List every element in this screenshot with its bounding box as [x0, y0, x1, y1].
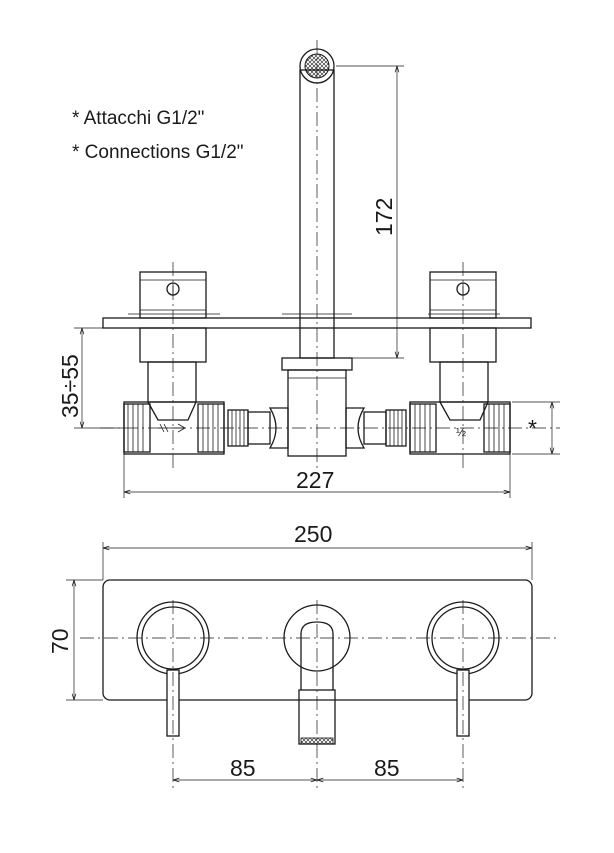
dim-connection-marker: *	[512, 401, 560, 455]
spout-front	[283, 600, 351, 790]
dim-172-text: 172	[371, 198, 397, 236]
note-connections: * Connections G1/2"	[72, 142, 244, 163]
left-handle-front	[136, 600, 210, 790]
wall-plate	[102, 313, 532, 329]
dim-227-text: 227	[296, 467, 334, 493]
left-handle-knob	[139, 262, 207, 470]
dim-35-55-text: 35÷55	[57, 354, 83, 418]
dim-star-text: *	[528, 415, 537, 441]
side-view: ½ 172 35÷55 * 227	[57, 40, 560, 498]
dim-plate-height: 70	[47, 579, 103, 701]
note-attacchi: * Attacchi G1/2"	[72, 108, 204, 129]
spout	[299, 40, 335, 470]
dim-plate-width: 250	[102, 521, 533, 580]
connections-note: * Attacchi G1/2" * Connections G1/2"	[72, 108, 244, 163]
left-valve-body	[123, 361, 225, 455]
dim-250-text: 250	[294, 521, 332, 547]
dim-connection-width: 227	[123, 454, 511, 498]
dim-85-right-text: 85	[374, 755, 400, 781]
right-valve-body: ½	[409, 361, 511, 455]
dim-spout-height: 172	[336, 65, 404, 359]
dim-70-text: 70	[47, 628, 73, 654]
front-plate	[102, 579, 533, 701]
front-view: 250 70	[47, 521, 560, 790]
dim-handle-spacing: 85 85	[173, 755, 463, 781]
dim-85-left-text: 85	[230, 755, 256, 781]
right-handle-front	[426, 600, 500, 790]
dim-connection-depth: 35÷55	[57, 327, 140, 429]
thread-size-label: ½	[456, 425, 466, 439]
